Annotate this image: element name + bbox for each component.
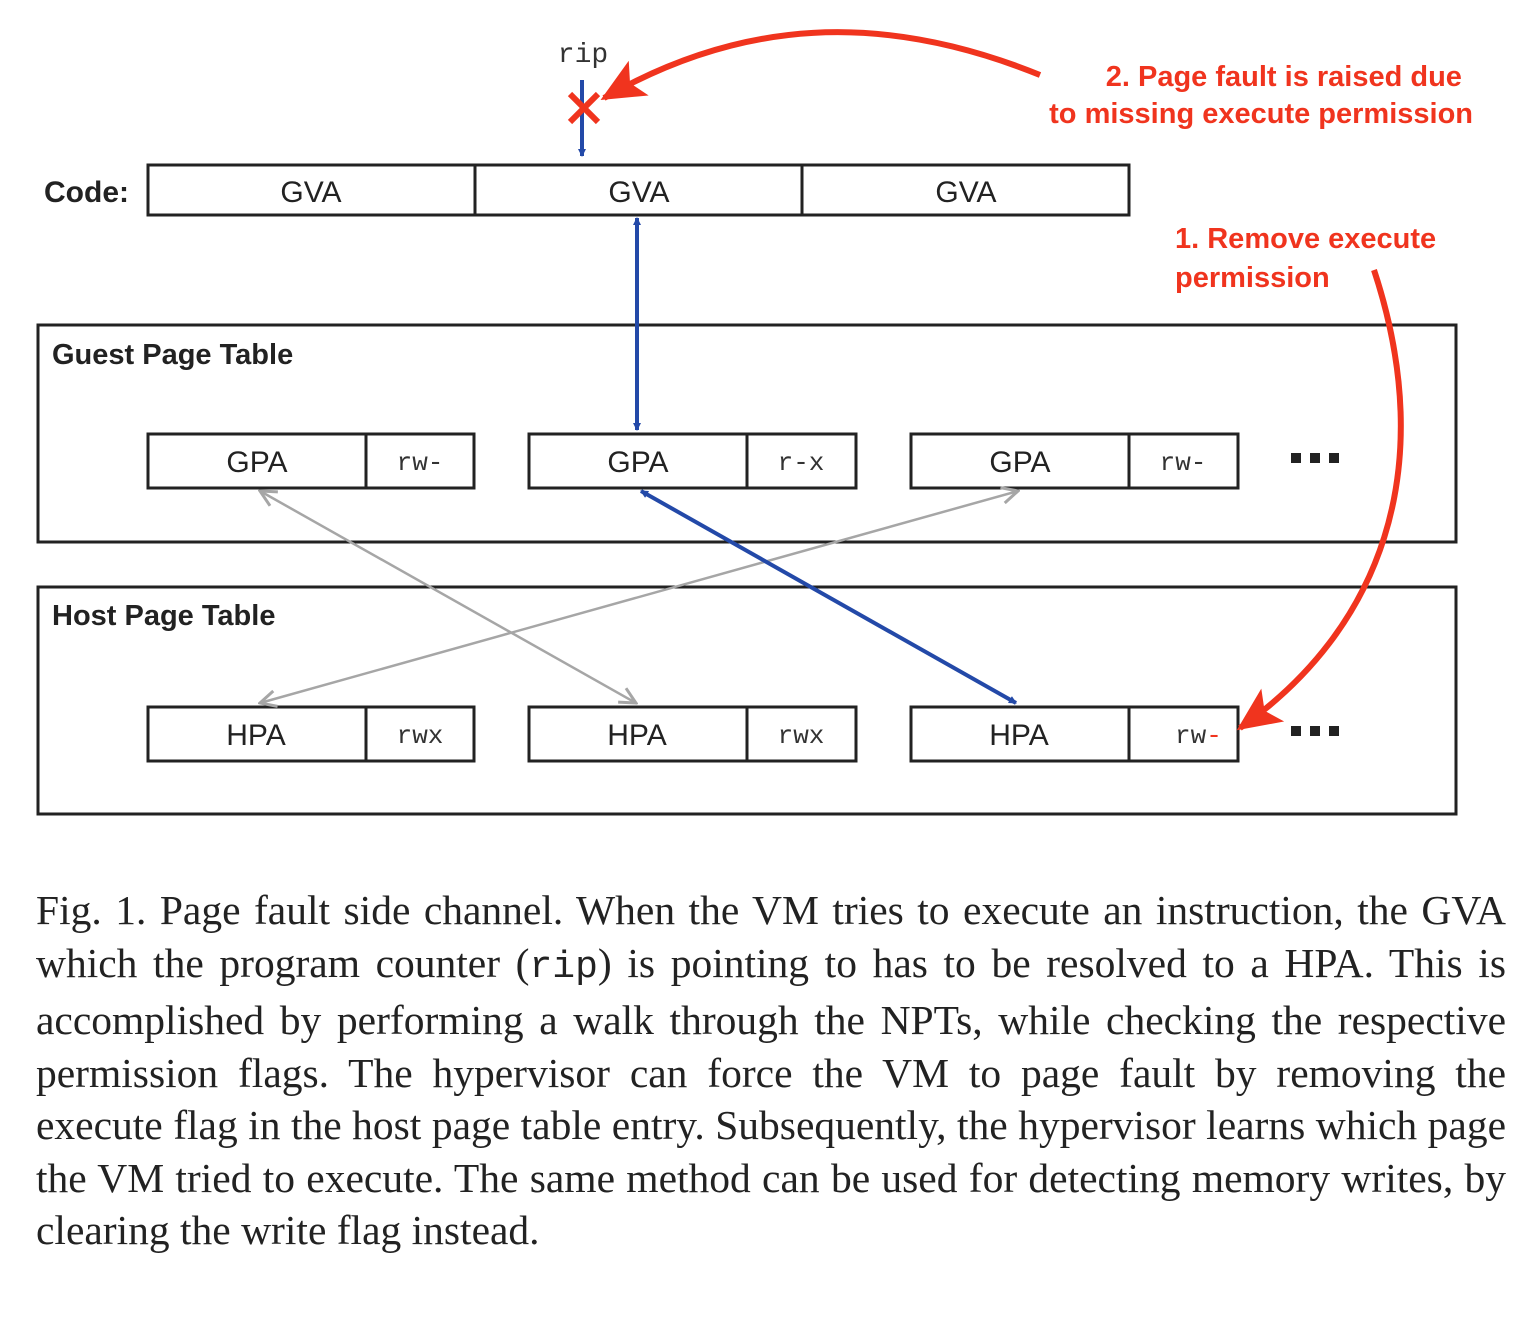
host-entry-1-addr: HPA [226,719,285,752]
step1-line2: permission [1175,262,1330,294]
guest-entry-1-addr: GPA [226,446,287,479]
guest-entry-3-perm: rw- [1160,448,1207,478]
host-entry-1: HPA rwx [146,705,476,763]
remove-permission-arrow [1236,269,1404,731]
guest-page-table-title: Guest Page Table [52,339,293,371]
guest-entry-2-addr: GPA [607,446,668,479]
code-cell-1-label: GVA [280,176,341,209]
guest-entry-3: GPA rw- [909,432,1240,490]
host-entry-2: HPA rwx [527,705,858,763]
host-entry-2-addr: HPA [607,719,666,752]
host-entry-3: HPA rw- [909,705,1240,763]
host-entry-2-perm: rwx [778,721,825,751]
guest-entry-3-addr: GPA [989,446,1050,479]
caption-code: rip [529,945,598,989]
step2-line2: to missing execute permission [1049,98,1473,130]
page-fault-arrow [600,29,1042,101]
guest-entry-1: GPA rw- [146,432,476,490]
step1-line1: 1. Remove execute [1175,223,1436,255]
code-label: Code: [44,176,129,209]
page-fault-diagram: Code: GVA GVA GVA rip Guest Page Table G… [36,29,1473,816]
fault-cross-icon [567,91,601,125]
host-entry-3-perm-removed: - [1206,721,1222,751]
guest-entry-2-perm: r-x [778,448,825,478]
rip-label: rip [558,40,608,71]
host-entry-3-perm-kept: rw [1175,721,1207,751]
step2-label: 2. Page fault is raised due to missing e… [1049,61,1473,130]
host-page-table-title: Host Page Table [52,600,275,632]
code-cell-1 [146,163,477,217]
guest-ellipsis-icon [1291,453,1339,463]
code-row: GVA GVA GVA [146,163,1131,217]
host-ellipsis-icon [1291,726,1339,736]
code-cell-3 [800,163,1131,217]
host-entry-3-perm: rw- [1175,721,1222,751]
mapping-arrow-gray-1 [260,491,636,703]
walk-arrow-gpa-hpa [640,489,1017,705]
code-cell-3-label: GVA [935,176,996,209]
guest-entry-1-perm: rw- [397,448,444,478]
figure-caption: Fig. 1. Page fault side channel. When th… [36,884,1506,1257]
code-cell-2-label: GVA [608,176,669,209]
host-entry-1-perm: rwx [397,721,444,751]
code-cell-2 [473,163,804,217]
guest-entry-2: GPA r-x [527,432,858,490]
step2-line1: 2. Page fault is raised due [1106,61,1462,93]
host-entry-3-addr: HPA [989,719,1048,752]
mapping-arrow-gray-2 [260,491,1018,703]
caption-part1: Fig. 1. Page fault side channel. When th… [36,887,1506,986]
step1-label: 1. Remove execute permission [1175,223,1444,294]
caption-part2: ) is pointing to has to be resolved to a… [36,939,1506,1254]
